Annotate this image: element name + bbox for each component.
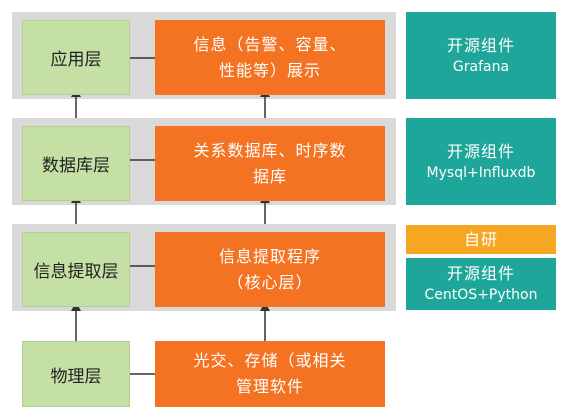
layer-database: 数据库层 <box>22 126 130 201</box>
legend-mysql-influxdb-name: Mysql+Influxdb <box>426 164 536 181</box>
legend-grafana-name: Grafana <box>452 58 510 75</box>
legend-grafana-type: 开源组件 <box>446 35 515 55</box>
legend-grafana: 开源组件 Grafana <box>406 12 556 99</box>
layer-physical: 物理层 <box>22 341 130 407</box>
content-database: 关系数据库、时序数 据库 <box>155 126 385 201</box>
layer-extraction: 信息提取层 <box>22 232 130 307</box>
legend-centos-python-name: CentOS+Python <box>424 287 538 303</box>
legend-mysql-influxdb-type: 开源组件 <box>446 141 515 161</box>
legend-centos-python-type: 开源组件 <box>446 264 515 283</box>
layer-application: 应用层 <box>22 20 130 95</box>
content-physical: 光交、存储（或相关 管理软件 <box>155 341 385 407</box>
content-extraction: 信息提取程序 （核心层） <box>155 232 385 307</box>
content-application: 信息（告警、容量、 性能等）展示 <box>155 20 385 95</box>
legend-self-developed: 自研 <box>406 225 556 254</box>
legend-mysql-influxdb: 开源组件 Mysql+Influxdb <box>406 118 556 205</box>
legend-self-developed-label: 自研 <box>463 229 498 249</box>
legend-centos-python: 开源组件 CentOS+Python <box>406 258 556 310</box>
